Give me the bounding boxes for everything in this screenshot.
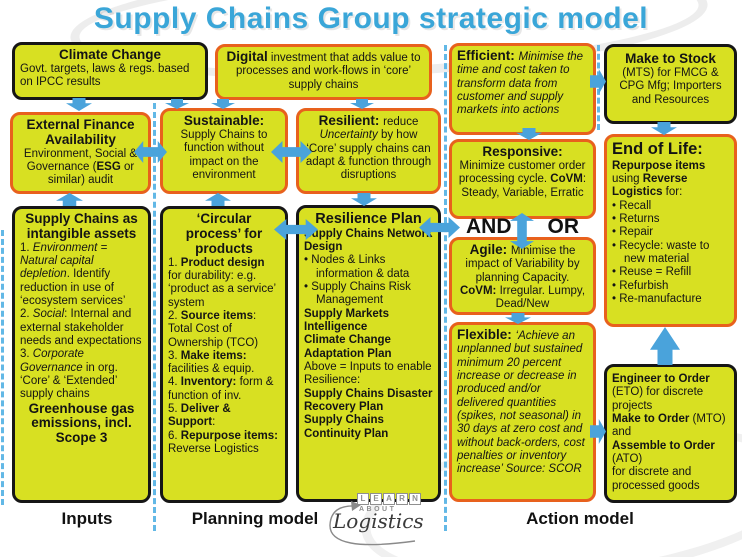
- arrow-digital-to-resilient: [350, 99, 374, 109]
- box-end-of-life: End of Life:Repurpose items using Revers…: [604, 134, 737, 327]
- arrow-external-finance-sustainable: [134, 141, 167, 163]
- logo-logistics-script: Logistics: [333, 509, 424, 533]
- or-label: OR: [547, 215, 580, 238]
- logo-swoosh-arrow: [329, 501, 416, 546]
- section-label-planning-model: Planning model: [191, 509, 319, 528]
- arrow-digital-to-sustainable: [211, 99, 235, 109]
- arrow-resilience-plan-action-column: [419, 217, 460, 238]
- arrow-flexible-to-engineer-to-order: [590, 419, 606, 444]
- box-make-to-stock: Make to Stock(MTS) for FMCG & CPG Mfg; I…: [604, 44, 737, 124]
- arrow-climate-to-sustainable: [165, 99, 189, 109]
- box-engineer-to-order: Engineer to Order (ETO) for discrete pro…: [604, 364, 737, 503]
- section-label-inputs: Inputs: [61, 509, 113, 528]
- box-resilient: Resilient: reduce Uncertainty by how ‘Co…: [296, 108, 441, 194]
- arrow-engineer-to-order-to-end-of-life: [650, 327, 680, 365]
- box-agile: Agile: Minimise the impact of Variabilit…: [449, 237, 596, 315]
- arrow-sustainable-resilient: [271, 141, 312, 163]
- box-flexible: Flexible: ‘Achieve an unplanned but sust…: [449, 322, 596, 502]
- box-digital: Digital investment that adds value to pr…: [215, 44, 432, 100]
- box-sustainable: Sustainable:Supply Chains to function wi…: [160, 108, 288, 194]
- arrow-assets-to-external-finance: [56, 193, 83, 206]
- box-efficient: Efficient: Minimise the time and cost ta…: [449, 43, 596, 135]
- section-divider-inputs-planning: [153, 103, 156, 531]
- and-label: AND: [466, 215, 512, 238]
- section-divider-left-edge: [1, 230, 4, 505]
- arrow-agile-to-flexible: [505, 313, 531, 324]
- section-label-action-model: Action model: [526, 509, 634, 528]
- box-responsive: Responsive:Minimize customer order proce…: [449, 139, 596, 219]
- section-divider-planning-action: [444, 45, 447, 531]
- arrow-efficient-to-make-to-stock: [590, 69, 606, 94]
- and-or-connector: AND OR: [449, 214, 596, 240]
- arrow-circular-resilience-plan: [274, 219, 318, 240]
- logo-about-text: ABOUT: [359, 506, 397, 513]
- page-title: Supply Chains Group strategic model: [93, 2, 649, 35]
- arrow-circular-to-sustainable: [205, 193, 231, 206]
